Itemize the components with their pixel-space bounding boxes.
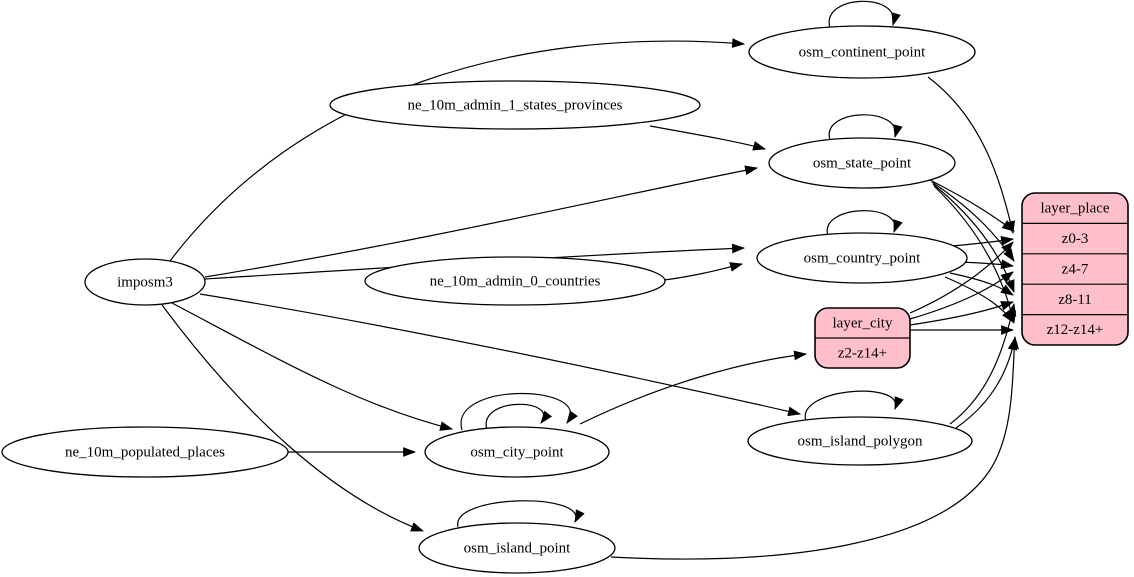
edge-osm_city_point-self-loop [460,392,578,431]
record-layer_place-row-z8-11: z8-11 [1058,292,1092,308]
node-osm_continent_point-label: osm_continent_point [799,44,926,60]
node-ne_10m_admin_0_countries: ne_10m_admin_0_countries [364,256,666,306]
edge-layer_city-to-layer_place.z0-3 [909,241,1014,314]
edge-osm_state_point-to-layer_place.z4-7 [931,181,1015,262]
edge-imposm3-to-osm_island_polygon [199,293,802,417]
node-imposm3-label: imposm3 [117,274,173,290]
node-osm_island_polygon-label: osm_island_polygon [797,433,923,449]
node-ne_10m_populated_places: ne_10m_populated_places [1,426,289,478]
edge-ne_10m_admin_0_countries-to-osm_country_point [663,262,744,281]
record-layer_place-row-z12-z14+: z12-z14+ [1047,322,1104,338]
edge-imposm3-to-osm_state_point [204,165,759,278]
node-osm_country_point: osm_country_point [756,232,968,284]
edge-layer_city-to-layer_place.z4-7 [909,271,1014,320]
edge-osm_state_point-to-layer_place.z0-3 [929,179,1015,232]
node-ne_10m_admin_0_countries-shape [364,256,666,306]
node-osm_island_point-label: osm_island_point [464,540,572,556]
node-osm_island_point: osm_island_point [418,522,616,574]
record-layer_place: layer_place z0-3 z4-7 z8-11 z12-z14+ [1021,192,1129,346]
node-osm_country_point-shape [756,232,968,284]
node-osm_island_point-shape [418,522,616,574]
edge-osm_city_point-self-loop [485,403,553,431]
edge-imposm3-to-osm_city_point [171,302,454,431]
node-osm_island_polygon: osm_island_polygon [747,416,973,466]
node-osm_continent_point: osm_continent_point [748,25,976,79]
edge-osm_island_polygon-self-loop [804,390,904,422]
edge-osm_country_point-to-layer_place.z4-7 [957,259,1015,269]
node-imposm3: imposm3 [84,258,206,306]
edge-osm_continent_point-self-loop [828,0,901,29]
node-osm_state_point-shape [768,137,956,189]
edge-osm_island_polygon-to-layer_place.z8-11 [949,302,1017,425]
edge-osm_country_point-to-layer_place.z8-11 [949,272,1014,296]
edge-osm_country_point-to-layer_place.z0-3 [951,236,1015,247]
edge-osm_country_point-self-loop [826,210,903,237]
record-layer_place-shape [1021,192,1129,346]
node-osm_country_point-label: osm_country_point [804,250,921,266]
edge-osm_state_point-self-loop [828,114,903,141]
node-osm_city_point-label: osm_city_point [470,444,564,460]
edge-imposm3-to-osm_island_point [161,304,425,532]
edge-osm_island_point-self-loop [457,500,585,528]
edge-osm_island_point-to-layer_place.z12-z14+ [610,335,1019,560]
node-osm_city_point-shape [424,426,610,478]
edge-osm_continent_point-to-layer_place.z0-3 [927,76,1015,235]
node-osm_state_point: osm_state_point [768,137,956,189]
node-ne_10m_admin_1_states_provinces-label: ne_10m_admin_1_states_provinces [408,97,623,113]
node-ne_10m_admin_0_countries-label: ne_10m_admin_0_countries [430,273,601,289]
edge-osm_city_point-to-layer_city.z2-z14+ [579,350,808,425]
node-ne_10m_populated_places-label: ne_10m_populated_places [65,444,225,460]
node-ne_10m_populated_places-shape [1,426,289,478]
node-osm_island_polygon-shape [747,416,973,466]
node-ne_10m_admin_1_states_provinces-shape [329,80,701,130]
edge-ne_10m_admin_1_states_provinces-to-osm_state_point [649,125,767,151]
edge-imposm3-to-osm_continent_point [169,38,746,262]
node-osm_state_point-label: osm_state_point [813,155,912,171]
record-layer_place-row-layer_place_header: layer_place [1040,201,1109,217]
node-osm_continent_point-shape [748,25,976,79]
record-layer_city: layer_city z2-z14+ [814,307,911,369]
node-imposm3-shape [84,258,206,306]
record-layer_place-row-z4-7: z4-7 [1062,261,1089,277]
record-layer_place-row-z0-3: z0-3 [1062,231,1089,247]
edge-osm_state_point-to-layer_place.z8-11 [932,183,1015,294]
record-layer_city-row-layer_city_header: layer_city [833,315,893,331]
node-osm_city_point: osm_city_point [424,426,610,478]
record-layer_city-row-z2-z14+: z2-z14+ [838,345,887,361]
edge-osm_country_point-to-layer_place.z12-z14+ [944,276,1014,323]
node-ne_10m_admin_1_states_provinces: ne_10m_admin_1_states_provinces [329,80,701,130]
